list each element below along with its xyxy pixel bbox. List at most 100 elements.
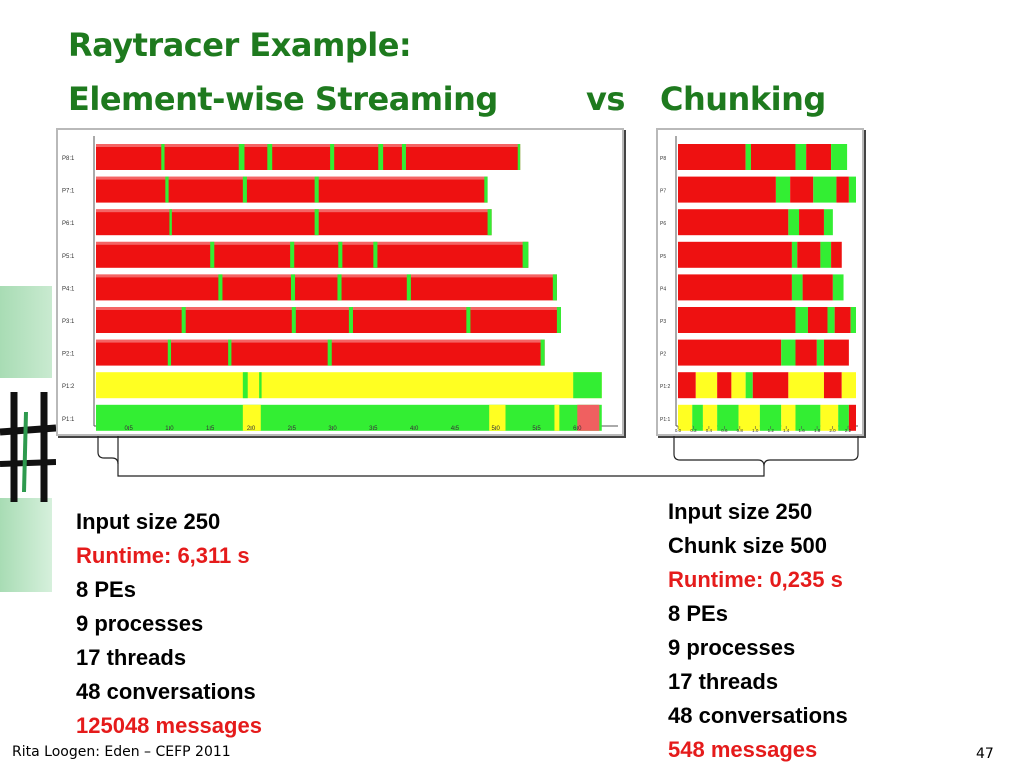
stat-processes: 9 processes <box>668 635 796 660</box>
trace-segment <box>836 176 849 203</box>
trace-segment <box>831 144 848 170</box>
row-label: P1:2 <box>62 384 75 390</box>
trace-segment <box>678 372 696 399</box>
x-tick-label: 1.6 <box>799 428 806 433</box>
x-tick-label: 0.8 <box>737 428 744 433</box>
trace-segment <box>806 144 832 170</box>
trace-segment <box>831 241 842 268</box>
trace-bar <box>96 209 492 236</box>
trace-segment <box>827 307 835 333</box>
idle-segment <box>267 144 273 170</box>
x-tick-label: 2.5 <box>288 426 297 432</box>
idle-segment <box>466 307 471 333</box>
x-tick-label: 0.6 <box>721 428 728 433</box>
trace-segment <box>717 372 732 399</box>
x-tick-label: 0.0 <box>675 428 682 433</box>
trace-segment <box>834 307 851 333</box>
decorative-green-block <box>0 498 52 592</box>
trace-segment <box>781 404 796 431</box>
idle-segment <box>290 241 295 268</box>
idle-segment <box>522 241 529 268</box>
x-tick-label: 1.0 <box>165 426 174 432</box>
stat-runtime: Runtime: 0,235 s <box>668 567 843 592</box>
row-label: P5:1 <box>62 254 75 260</box>
idle-segment <box>556 307 561 333</box>
x-tick-label: 4.0 <box>410 426 419 432</box>
trace-segment <box>692 404 703 431</box>
idle-segment <box>337 274 342 301</box>
trace-segment <box>802 274 833 301</box>
trace-segment <box>678 209 789 236</box>
x-tick-label: 1.5 <box>206 426 215 432</box>
trace-segment <box>717 404 739 431</box>
idle-segment <box>291 307 296 333</box>
chunking-stats: Input size 250 Chunk size 500 Runtime: 0… <box>668 495 848 767</box>
trace-segment <box>823 209 833 236</box>
x-tick-label: 3.0 <box>328 426 337 432</box>
trace-segment <box>678 307 796 333</box>
subtitle-left: Element-wise Streaming <box>68 80 498 118</box>
row-label: P6 <box>660 221 666 227</box>
x-tick-label: 4.5 <box>451 426 460 432</box>
idle-segment <box>327 339 332 366</box>
hash-icon <box>0 392 56 502</box>
slide-title: Raytracer Example: <box>68 26 412 64</box>
page-number: 47 <box>976 746 994 762</box>
row-label: P5 <box>660 254 666 260</box>
idle-segment <box>167 339 172 366</box>
trace-segment <box>788 372 824 399</box>
trace-bar-highlight <box>96 144 521 147</box>
trace-segment <box>841 372 856 399</box>
trace-segment <box>807 307 828 333</box>
trace-segment <box>745 144 751 170</box>
trace-bar <box>96 176 488 203</box>
stat-chunk-size: Chunk size 500 <box>668 533 827 558</box>
idle-segment <box>330 144 335 170</box>
trace-segment <box>738 404 760 431</box>
trace-segment <box>781 339 796 366</box>
subtitle-right: Chunking <box>660 80 826 118</box>
stat-pes: 8 PEs <box>76 577 136 602</box>
row-label: P1:1 <box>62 417 75 423</box>
x-tick-label: 2.0 <box>247 426 256 432</box>
idle-segment <box>487 209 492 236</box>
row-label: P6:1 <box>62 221 75 227</box>
trace-segment <box>678 241 792 268</box>
idle-segment <box>290 274 296 301</box>
idle-segment <box>314 176 319 203</box>
row-label: P1:2 <box>660 384 671 390</box>
row-label: P7 <box>660 189 666 195</box>
idle-segment <box>573 372 602 399</box>
trace-segment <box>795 404 821 431</box>
x-tick-label: 0.2 <box>690 428 697 433</box>
idle-segment <box>228 339 232 366</box>
row-label: P3 <box>660 319 666 325</box>
trace-bar <box>96 274 557 301</box>
trace-bar <box>96 372 602 399</box>
x-tick-label: 3.5 <box>369 426 378 432</box>
trace-segment <box>678 404 693 431</box>
trace-segment <box>750 144 796 170</box>
stat-processes: 9 processes <box>76 611 204 636</box>
row-label: P4 <box>660 286 666 292</box>
slide-subtitle: Element-wise Streaming vs Chunking <box>68 80 826 118</box>
idle-segment <box>238 144 245 170</box>
trace-segment <box>759 404 782 431</box>
idle-segment <box>181 307 186 333</box>
trace-segment <box>813 176 837 203</box>
trace-segment <box>799 209 824 236</box>
trace-segment <box>820 404 839 431</box>
trace-segment <box>790 176 814 203</box>
trace-segment <box>838 404 849 431</box>
trace-bar <box>96 241 529 268</box>
trace-segment <box>678 339 782 366</box>
trace-segment <box>775 176 791 203</box>
x-tick-label: 5.0 <box>492 426 501 432</box>
x-tick-label: 2.0 <box>829 428 836 433</box>
trace-segment <box>702 404 718 431</box>
trace-bar <box>96 404 602 431</box>
trace-segment <box>791 241 798 268</box>
idle-segment <box>540 339 545 366</box>
